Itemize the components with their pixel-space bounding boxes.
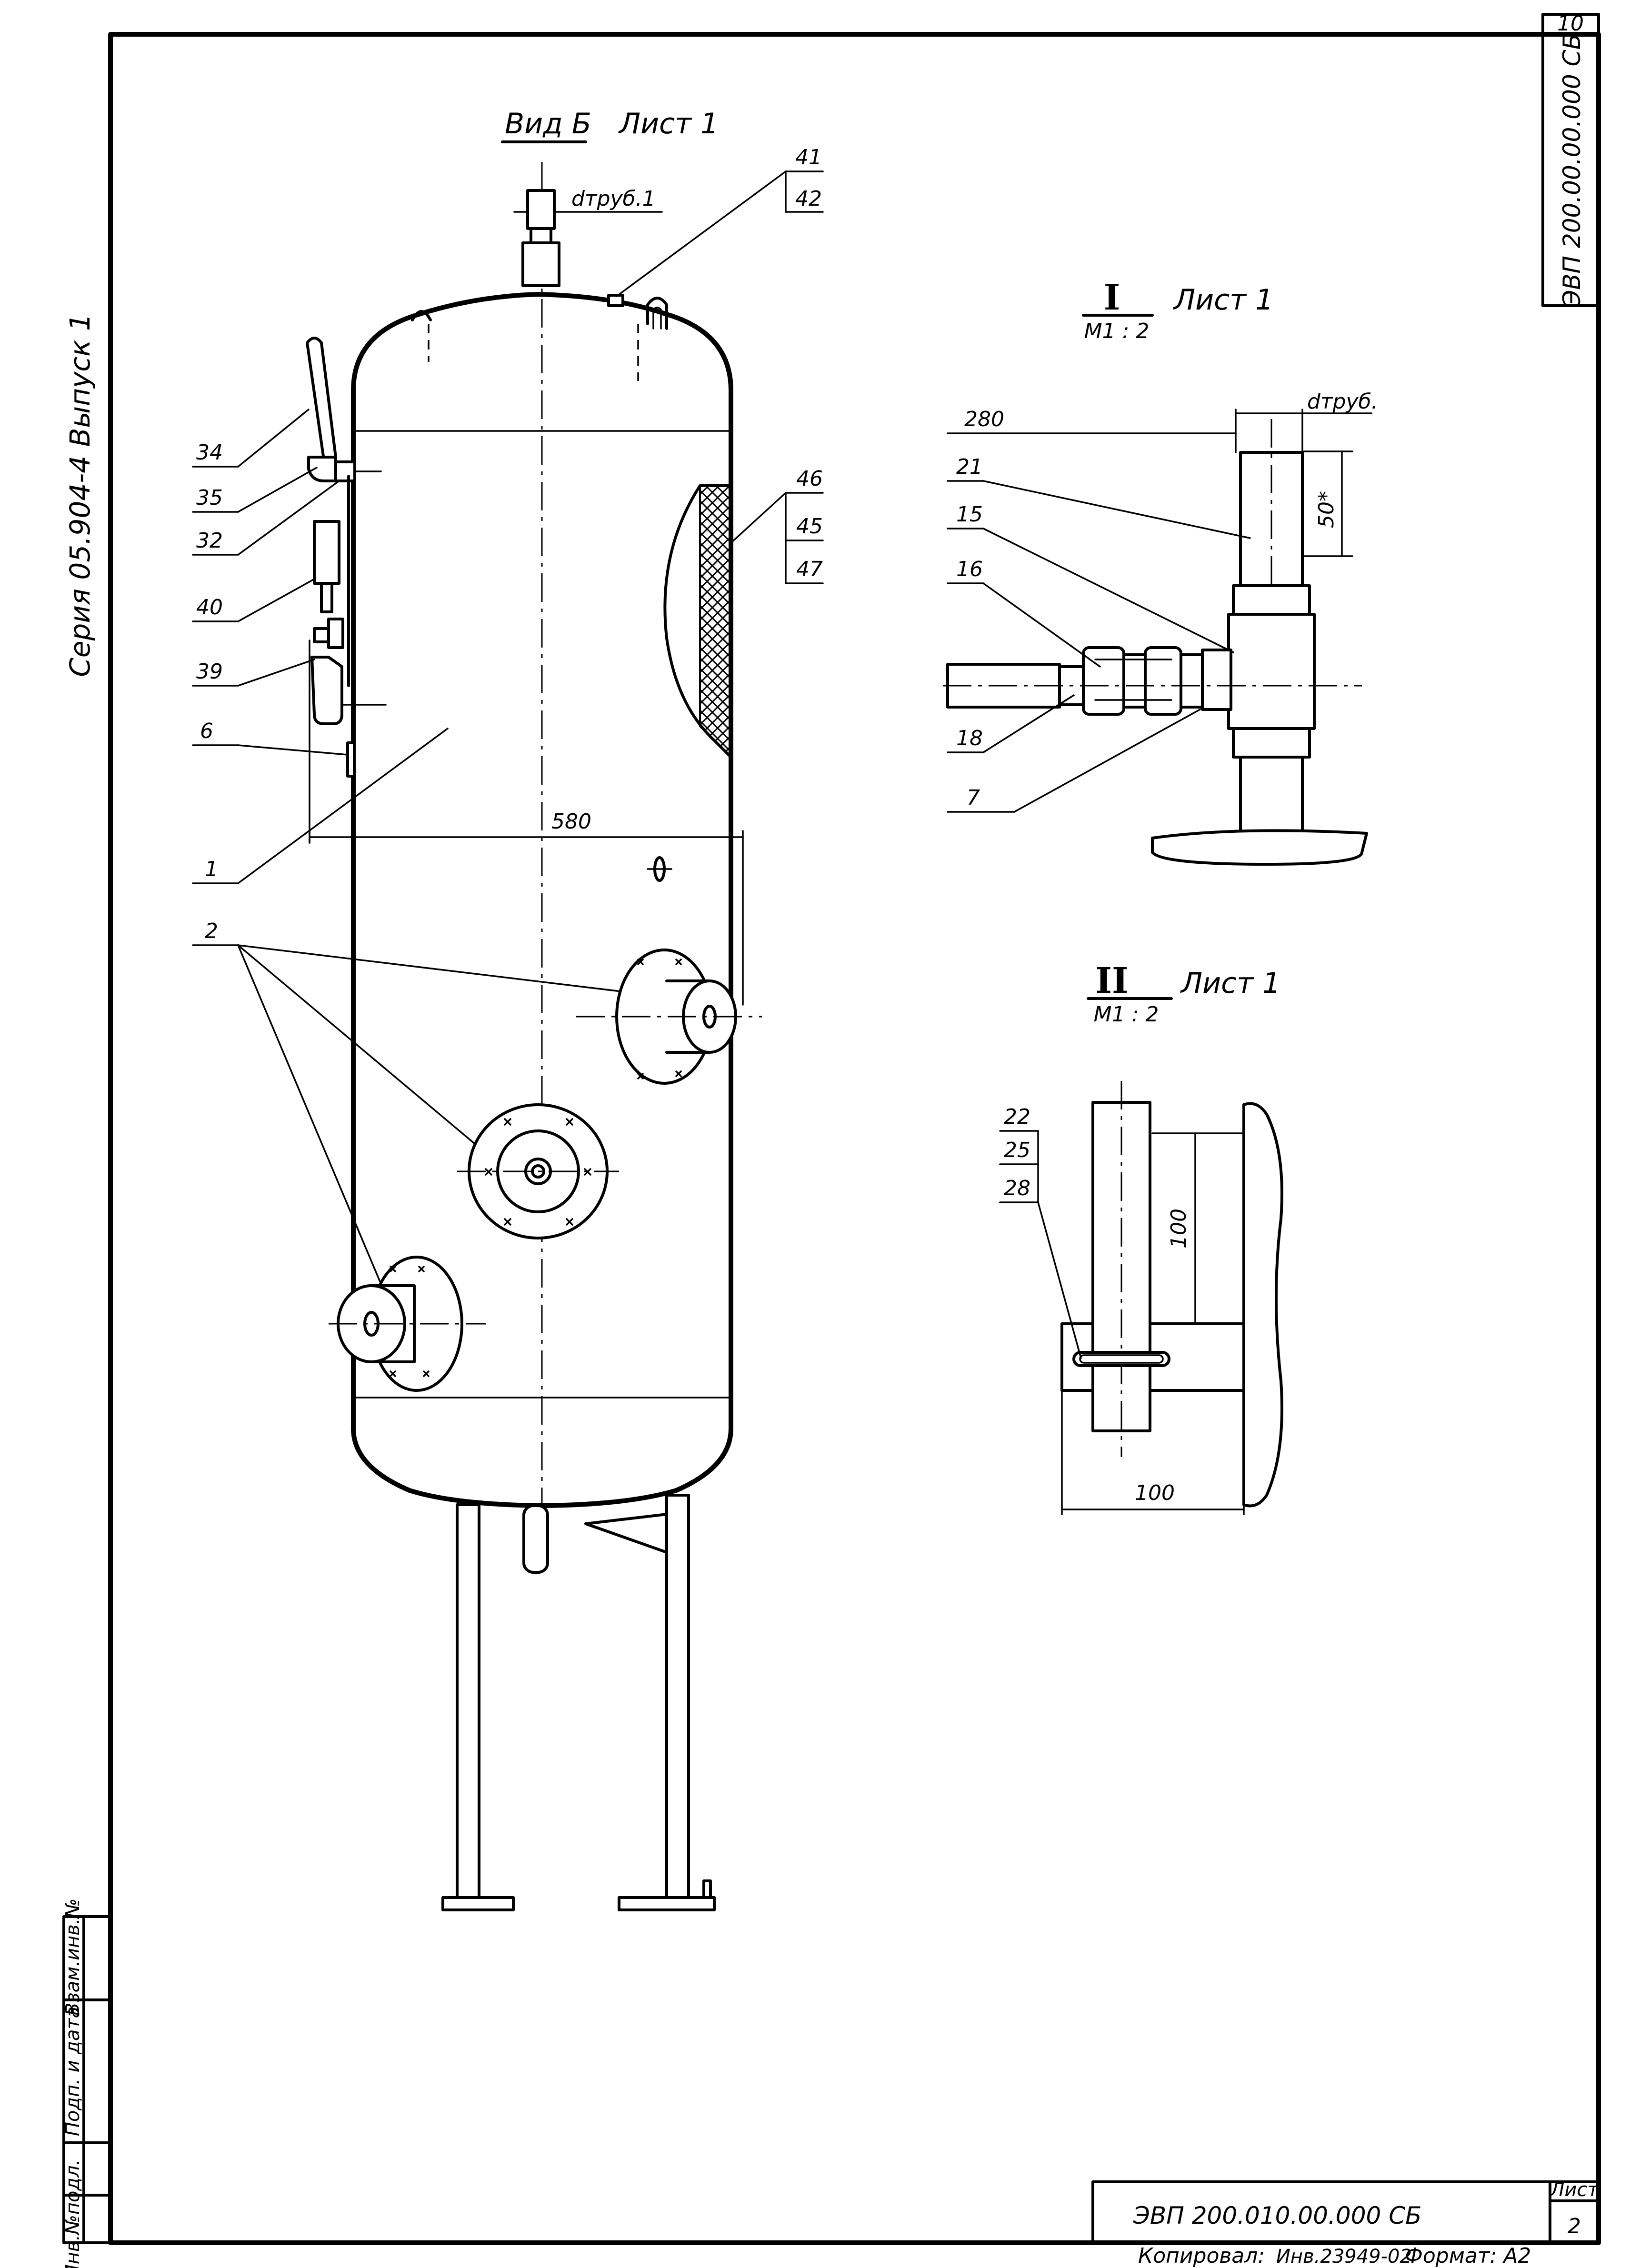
detail-2-drawing: 100 100 22 25 28 bbox=[999, 1081, 1283, 1515]
insulation-section: 46 45 47 bbox=[663, 467, 824, 759]
dim-50: 50* bbox=[1314, 491, 1339, 528]
callout-35: 35 bbox=[196, 486, 223, 510]
series-label: Серия 05.904-4 Выпуск 1 bbox=[64, 313, 96, 677]
bracket-6 bbox=[346, 741, 356, 778]
detail-2-sheet: Лист 1 bbox=[1180, 967, 1280, 1000]
vessel-legs bbox=[441, 1494, 716, 1911]
callout-32: 32 bbox=[196, 529, 223, 553]
title-block-code: ЭВП 200.010.00.000 СБ bbox=[1133, 2202, 1421, 2229]
main-view-sheet: Лист 1 bbox=[618, 107, 719, 140]
detail-1-scale: М1 : 2 bbox=[1084, 319, 1150, 343]
callout-2: 2 bbox=[205, 919, 218, 943]
callout-45: 45 bbox=[796, 514, 823, 539]
detail-2-scale: М1 : 2 bbox=[1094, 1002, 1159, 1027]
dim-d-pipe1: dтруб.1 bbox=[571, 187, 656, 211]
left-stamp: Инв.№подл. Подп. и дата Взам.инв.№ bbox=[62, 1898, 112, 2268]
detail-1-numeral: I bbox=[1104, 277, 1120, 318]
nozzle-upper-right bbox=[576, 949, 762, 1085]
detail-1-title: I М1 : 2 Лист 1 bbox=[1082, 277, 1273, 343]
nozzle-lower-left bbox=[329, 1256, 486, 1392]
stamp-inv-podl: Инв.№подл. bbox=[62, 2159, 84, 2268]
callout-6: 6 bbox=[200, 719, 213, 743]
dim-d-pipe: dтруб. bbox=[1307, 390, 1378, 414]
dim-580: 580 bbox=[309, 809, 744, 1006]
top-corner-number: 10 bbox=[1557, 11, 1584, 36]
callout-1: 1 bbox=[205, 857, 218, 881]
callout-15: 15 bbox=[956, 502, 983, 527]
dim-580-value: 580 bbox=[551, 809, 591, 834]
sheet-frame: 10 ЭВП 200.00.00.000 СБ bbox=[108, 11, 1601, 2245]
code-vertical: ЭВП 200.00.00.000 СБ bbox=[1558, 33, 1586, 307]
detail-2-title: II М1 : 2 Лист 1 bbox=[1087, 960, 1280, 1027]
nozzle-front-center bbox=[457, 1103, 619, 1239]
sheet-label: Лист bbox=[1549, 2179, 1599, 2201]
left-callouts: 34 35 32 40 39 6 1 2 bbox=[192, 409, 653, 1296]
callout-42: 42 bbox=[795, 187, 822, 211]
inv-number: Инв.23949-02 bbox=[1276, 2246, 1412, 2268]
stamp-podp: Подп. и дата bbox=[62, 2007, 84, 2136]
dim-280: 280 bbox=[964, 407, 1004, 431]
callout-25: 25 bbox=[1004, 1138, 1030, 1162]
level-gauge bbox=[306, 337, 387, 844]
copied-label: Копировал: bbox=[1138, 2244, 1265, 2268]
dim-100-vert: 100 bbox=[1167, 1209, 1191, 1249]
callout-18: 18 bbox=[956, 726, 983, 750]
detail-1-drawing: 280 dтруб. 50* 21 bbox=[943, 390, 1378, 866]
callout-34: 34 bbox=[196, 440, 223, 465]
callout-41-42: 41 42 bbox=[616, 145, 824, 297]
stamp-vzam: Взам.инв.№ bbox=[62, 1898, 84, 2016]
dim-100-horiz: 100 bbox=[1135, 1481, 1175, 1505]
callout-28: 28 bbox=[1004, 1176, 1030, 1200]
callout-41: 41 bbox=[795, 145, 822, 170]
callout-22: 22 bbox=[1004, 1105, 1030, 1129]
main-view-title: Вид Б Лист 1 bbox=[501, 107, 719, 143]
detail-1-sheet: Лист 1 bbox=[1173, 283, 1273, 317]
callout-39: 39 bbox=[196, 659, 223, 684]
callout-16: 16 bbox=[956, 557, 983, 581]
sheet-number: 2 bbox=[1568, 2214, 1581, 2238]
callout-21: 21 bbox=[956, 455, 983, 479]
callout-7: 7 bbox=[967, 786, 980, 810]
detail-2-numeral: II bbox=[1095, 960, 1128, 1001]
callout-47: 47 bbox=[796, 557, 823, 581]
vessel bbox=[351, 162, 733, 1571]
format-label: Формат: А2 bbox=[1405, 2244, 1531, 2268]
main-view-name: Вид Б bbox=[505, 107, 591, 140]
callout-40: 40 bbox=[196, 595, 223, 619]
lifting-lugs bbox=[411, 294, 668, 330]
callout-46: 46 bbox=[796, 467, 823, 491]
top-nozzle: dтруб.1 bbox=[513, 187, 663, 287]
title-block: ЭВП 200.010.00.000 СБ Лист 2 Копировал: … bbox=[1091, 2179, 1600, 2268]
